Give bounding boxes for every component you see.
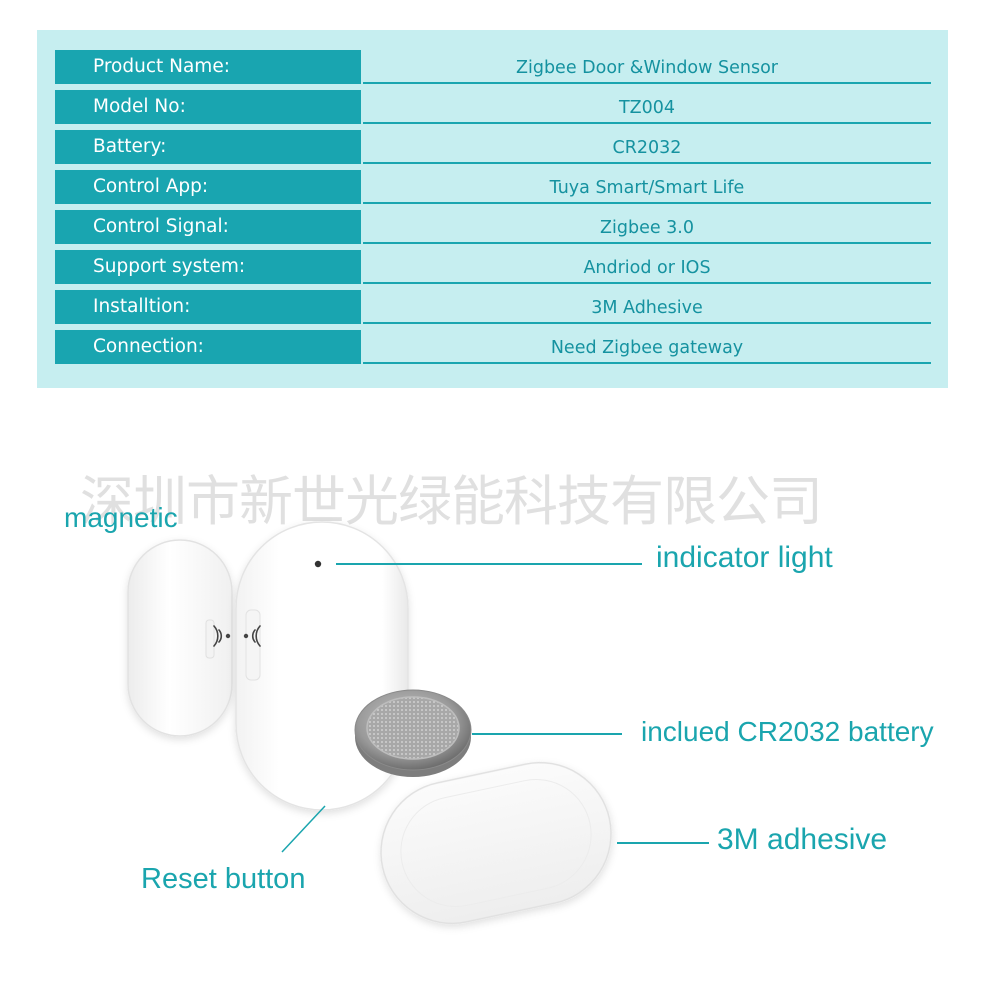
spec-value: Need Zigbee gateway: [550, 338, 744, 358]
adhesive-leader-line: [617, 842, 709, 844]
indicator-leader-line: [336, 563, 642, 565]
battery-leader-line: [472, 733, 622, 735]
callout-adhesive: 3M adhesive: [717, 823, 888, 856]
spec-value: TZ004: [618, 98, 676, 118]
spec-value: Tuya Smart/Smart Life: [549, 178, 745, 198]
spec-label: Control Signal:: [55, 210, 361, 244]
spec-label: Support system:: [55, 250, 361, 284]
callout-indicator-light: indicator light: [656, 541, 833, 574]
spec-label: Control App:: [55, 170, 361, 204]
spec-label: Connection:: [55, 330, 361, 364]
reset-pointer-line: [281, 805, 326, 853]
adhesive-pad: [380, 761, 612, 925]
spec-value: Zigbee Door &Window Sensor: [515, 58, 778, 78]
spec-value: CR2032: [612, 138, 682, 158]
spec-value: 3M Adhesive: [591, 298, 703, 318]
spec-row-connection: Connection: Need Zigbee gateway: [37, 330, 948, 364]
watermark-text: 深圳市新世光绿能科技有限公司: [80, 470, 823, 533]
spec-value: Andriod or IOS: [583, 258, 711, 278]
spec-underline: [363, 322, 931, 324]
spec-row-battery: Battery: CR2032: [37, 130, 948, 164]
spec-underline: [363, 282, 931, 284]
callout-battery: inclued CR2032 battery: [641, 716, 934, 747]
spec-underline: [363, 242, 931, 244]
spec-value: Zigbee 3.0: [600, 218, 694, 238]
spec-row-support-system: Support system: Andriod or IOS: [37, 250, 948, 284]
spec-label: Installtion:: [55, 290, 361, 324]
spec-label: Product Name:: [55, 50, 361, 84]
spec-underline: [363, 162, 931, 164]
magnet-piece: [127, 539, 233, 737]
magnetic-signal-icon: [213, 625, 261, 647]
spec-label: Battery:: [55, 130, 361, 164]
spec-underline: [363, 122, 931, 124]
spec-row-control-signal: Control Signal: Zigbee 3.0: [37, 210, 948, 244]
spec-row-control-app: Control App: Tuya Smart/Smart Life: [37, 170, 948, 204]
battery-cell: [354, 689, 472, 777]
spec-underline: [363, 202, 931, 204]
spec-panel: Product Name: Zigbee Door &Window Sensor…: [37, 30, 948, 388]
indicator-led: [314, 560, 322, 568]
spec-row-model-no: Model No: TZ004: [37, 90, 948, 124]
spec-row-installation: Installtion: 3M Adhesive: [37, 290, 948, 324]
spec-underline: [363, 82, 931, 84]
callout-magnetic: magnetic: [64, 502, 178, 533]
callout-reset-button: Reset button: [141, 863, 306, 895]
spec-row-product-name: Product Name: Zigbee Door &Window Sensor: [37, 50, 948, 84]
spec-label: Model No:: [55, 90, 361, 124]
spec-underline: [363, 362, 931, 364]
